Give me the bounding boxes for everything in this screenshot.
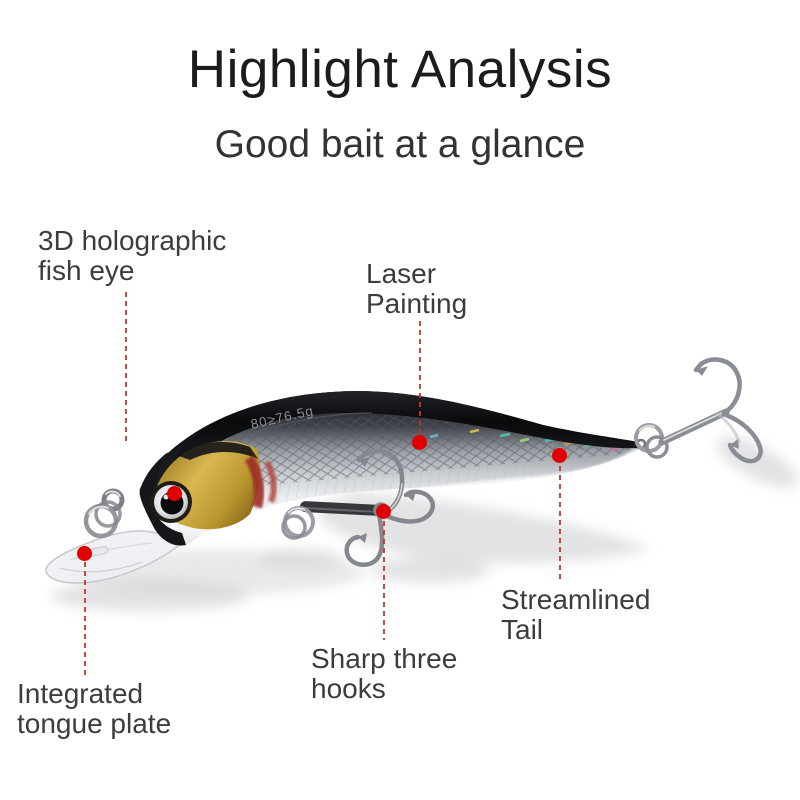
nose-split-ring bbox=[83, 488, 125, 539]
callout-label-line: Painting bbox=[366, 288, 468, 319]
tail-split-ring bbox=[634, 423, 669, 459]
callout-label-streamlined-tail: Streamlined Tail bbox=[501, 585, 650, 645]
callout-line-tongue-plate bbox=[84, 562, 86, 677]
belly-hook-hanger bbox=[281, 501, 384, 540]
page-subtitle: Good bait at a glance bbox=[214, 123, 586, 166]
lure-back bbox=[139, 391, 639, 500]
lure-lip bbox=[45, 530, 179, 584]
callout-line-streamlined-tail bbox=[559, 466, 561, 582]
callout-line-fish-eye bbox=[125, 292, 127, 443]
lure-shadow bbox=[50, 436, 798, 611]
callout-label-sharp-hooks: Sharp three hooks bbox=[311, 644, 457, 704]
callout-dot-sharp-hooks bbox=[376, 504, 391, 519]
callout-label-line: Integrated bbox=[17, 678, 144, 709]
callout-label-line: hooks bbox=[311, 673, 386, 704]
callout-dot-tongue-plate bbox=[77, 546, 92, 561]
callout-label-line: Tail bbox=[501, 614, 544, 645]
callout-label-tongue-plate: Integrated tongue plate bbox=[17, 679, 171, 739]
callout-line-laser-painting bbox=[419, 321, 421, 435]
callout-label-laser-painting: Laser Painting bbox=[366, 259, 467, 319]
callout-label-line: Laser bbox=[366, 258, 437, 289]
callout-label-line: Streamlined bbox=[501, 584, 651, 615]
callout-dot-fish-eye bbox=[167, 486, 182, 501]
callout-line-sharp-hooks bbox=[383, 521, 385, 640]
callout-label-line: fish eye bbox=[38, 255, 135, 286]
page-title: Highlight Analysis bbox=[187, 40, 613, 99]
callout-dot-streamlined-tail bbox=[552, 448, 567, 463]
belly-treble-hook bbox=[344, 448, 436, 567]
gill-marking bbox=[244, 455, 265, 509]
callout-label-line: 3D holographic bbox=[38, 225, 227, 256]
callout-dot-laser-painting bbox=[412, 435, 427, 450]
tail-treble-hook bbox=[658, 357, 763, 464]
callout-label-fish-eye: 3D holographic fish eye bbox=[38, 226, 226, 286]
callout-label-line: Sharp three bbox=[311, 643, 458, 674]
callout-label-line: tongue plate bbox=[17, 708, 172, 739]
